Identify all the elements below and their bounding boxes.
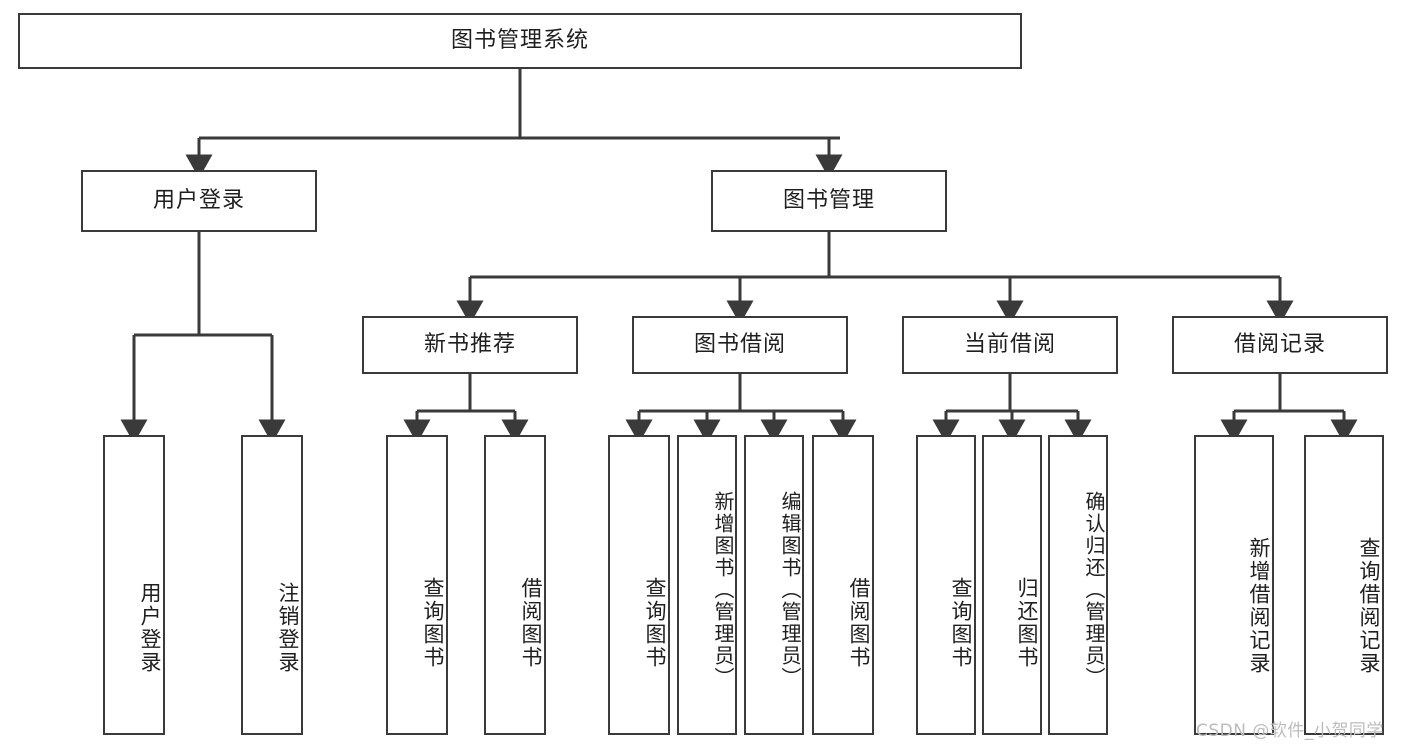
node-user-login[interactable]: 用户登录 — [81, 170, 317, 232]
leaf-return-book[interactable]: 归还图书 — [982, 435, 1042, 735]
leaf-borrow-book-recommend[interactable]: 借阅图书 — [484, 435, 546, 735]
leaf-user-login[interactable]: 用户登录 — [103, 435, 165, 735]
leaf-query-book-borrow-label: 查询图书 — [643, 577, 667, 669]
leaf-query-book-current-label: 查询图书 — [949, 577, 973, 669]
leaf-borrow-book-recommend-label: 借阅图书 — [519, 577, 543, 669]
leaf-confirm-return[interactable]: 确认归还（管理员） — [1048, 435, 1108, 735]
node-borrow-record-label: 借阅记录 — [1233, 331, 1326, 357]
node-root[interactable]: 图书管理系统 — [18, 13, 1022, 69]
leaf-add-borrow-record[interactable]: 新增借阅记录 — [1194, 435, 1274, 735]
leaf-logout[interactable]: 注销登录 — [241, 435, 303, 735]
node-book-manage[interactable]: 图书管理 — [711, 170, 947, 232]
leaf-user-login-label: 用户登录 — [138, 582, 162, 674]
node-book-borrow-label: 图书借阅 — [693, 331, 786, 357]
leaf-confirm-return-label: 确认归还（管理员） — [1082, 491, 1106, 689]
leaf-add-book[interactable]: 新增图书（管理员） — [677, 435, 737, 735]
leaf-return-book-label: 归还图书 — [1015, 577, 1039, 669]
node-book-borrow[interactable]: 图书借阅 — [632, 316, 848, 374]
node-borrow-record[interactable]: 借阅记录 — [1172, 316, 1388, 374]
leaf-add-borrow-record-label: 新增借阅记录 — [1247, 537, 1271, 675]
leaf-query-book-borrow[interactable]: 查询图书 — [608, 435, 670, 735]
node-current-borrow-label: 当前借阅 — [963, 331, 1056, 357]
leaf-add-book-label: 新增图书（管理员） — [711, 491, 735, 689]
watermark-csdn: CSDN @软件_小贺同学 — [1196, 721, 1384, 741]
leaf-query-borrow-record[interactable]: 查询借阅记录 — [1304, 435, 1384, 735]
leaf-query-book-recommend[interactable]: 查询图书 — [386, 435, 448, 735]
leaf-edit-book[interactable]: 编辑图书（管理员） — [744, 435, 804, 735]
node-root-label: 图书管理系统 — [450, 27, 589, 53]
leaf-query-book-current[interactable]: 查询图书 — [916, 435, 976, 735]
node-new-book-recommend[interactable]: 新书推荐 — [362, 316, 578, 374]
node-user-login-label: 用户登录 — [152, 187, 245, 213]
leaf-edit-book-label: 编辑图书（管理员） — [778, 491, 802, 689]
leaf-query-book-recommend-label: 查询图书 — [421, 577, 445, 669]
leaf-query-borrow-record-label: 查询借阅记录 — [1357, 537, 1381, 675]
leaf-logout-label: 注销登录 — [276, 582, 300, 674]
leaf-borrow-book-borrow[interactable]: 借阅图书 — [812, 435, 874, 735]
node-current-borrow[interactable]: 当前借阅 — [902, 316, 1118, 374]
node-book-manage-label: 图书管理 — [782, 187, 875, 213]
leaf-borrow-book-borrow-label: 借阅图书 — [847, 577, 871, 669]
node-new-book-recommend-label: 新书推荐 — [423, 331, 516, 357]
